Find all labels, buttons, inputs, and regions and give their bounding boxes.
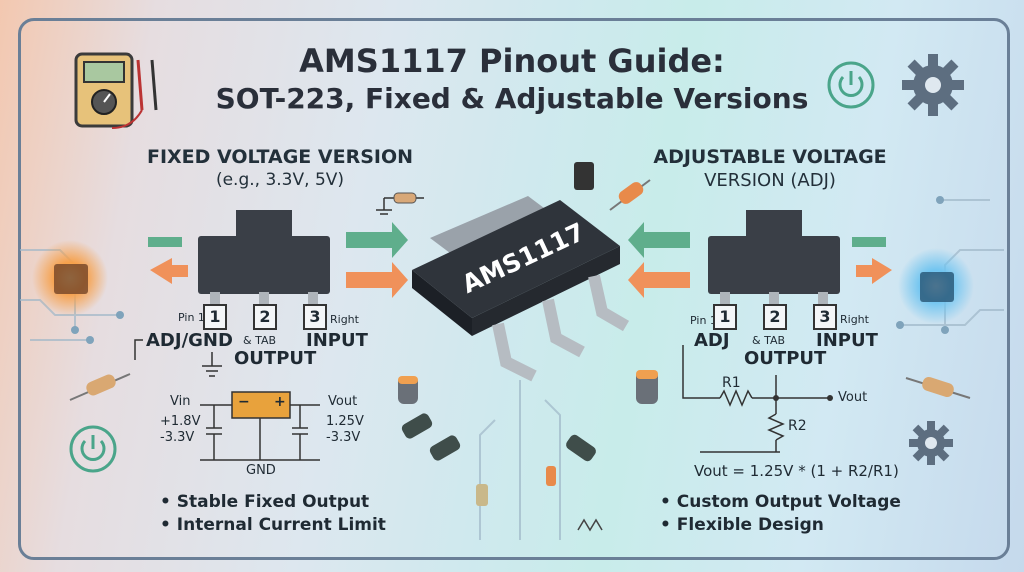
fixed-bullet-1: • Stable Fixed Output xyxy=(160,492,370,512)
fixed-vin-max: -3.3V xyxy=(160,430,195,445)
adj-bullet-1: • Custom Output Voltage xyxy=(660,492,901,512)
gear-icon xyxy=(909,421,953,465)
adj-bullet-2: • Flexible Design xyxy=(660,515,824,535)
adj-pin1-label: ADJ xyxy=(694,330,730,351)
fixed-vout-max: -3.3V xyxy=(326,430,361,445)
capacitor-icon xyxy=(398,162,658,506)
fixed-pin1-label: ADJ/GND xyxy=(146,330,233,351)
fixed-pin3-label: INPUT xyxy=(306,330,368,351)
adj-pin1-caption: Pin 1 xyxy=(690,314,717,327)
fixed-pin1-number: 1 xyxy=(203,304,227,330)
vout-formula: Vout = 1.25V * (1 + R2/R1) xyxy=(694,462,899,480)
r1-label: R1 xyxy=(722,375,741,391)
regulator-plus: + xyxy=(274,394,286,410)
border-frame xyxy=(18,18,1010,560)
power-icon xyxy=(69,425,117,473)
fixed-vin-min: +1.8V xyxy=(160,414,201,429)
page-title: AMS1117 Pinout Guide: xyxy=(299,42,725,80)
fixed-subheading: (e.g., 3.3V, 5V) xyxy=(215,170,345,190)
adj-pin3-label: INPUT xyxy=(816,330,878,351)
regulator-minus: − xyxy=(238,394,250,410)
adj-pin2-caption: & TAB xyxy=(752,334,786,347)
fixed-pin1-caption: Pin 1 xyxy=(178,311,205,324)
fixed-bullet-2: • Internal Current Limit xyxy=(160,515,386,535)
fixed-vout-label: Vout xyxy=(328,394,358,409)
adj-vout-label: Vout xyxy=(838,390,868,405)
fixed-heading: FIXED VOLTAGE VERSION xyxy=(146,146,414,168)
fixed-pin2-label: OUTPUT xyxy=(234,348,317,369)
fixed-gnd-label: GND xyxy=(246,463,276,478)
adj-pin3-caption: Right xyxy=(840,313,869,326)
adjustable-heading: ADJUSTABLE VOLTAGE xyxy=(653,146,887,168)
circuit-glow xyxy=(32,240,108,316)
adjustable-subheading: VERSION (ADJ) xyxy=(704,170,836,191)
adj-pin3-number: 3 xyxy=(813,304,837,330)
fixed-pin2-caption: & TAB xyxy=(243,334,277,347)
gear-icon xyxy=(902,54,964,116)
ground-symbol xyxy=(577,518,603,532)
resistor-icon xyxy=(69,179,971,401)
fixed-pin3-caption: Right xyxy=(330,313,359,326)
fixed-pin2-number: 2 xyxy=(253,304,277,330)
adj-pin2-number: 2 xyxy=(763,304,787,330)
multimeter-icon xyxy=(74,52,158,129)
fixed-vout-min: 1.25V xyxy=(326,414,364,429)
fixed-vin-label: Vin xyxy=(170,394,191,409)
adj-pin2-label: OUTPUT xyxy=(744,348,827,369)
r2-label: R2 xyxy=(788,418,807,434)
page-subtitle: SOT-223, Fixed & Adjustable Versions xyxy=(215,82,809,115)
fixed-pin3-number: 3 xyxy=(303,304,327,330)
adj-pin1-number: 1 xyxy=(713,304,737,330)
power-icon xyxy=(827,61,875,109)
circuit-glow xyxy=(898,248,974,324)
